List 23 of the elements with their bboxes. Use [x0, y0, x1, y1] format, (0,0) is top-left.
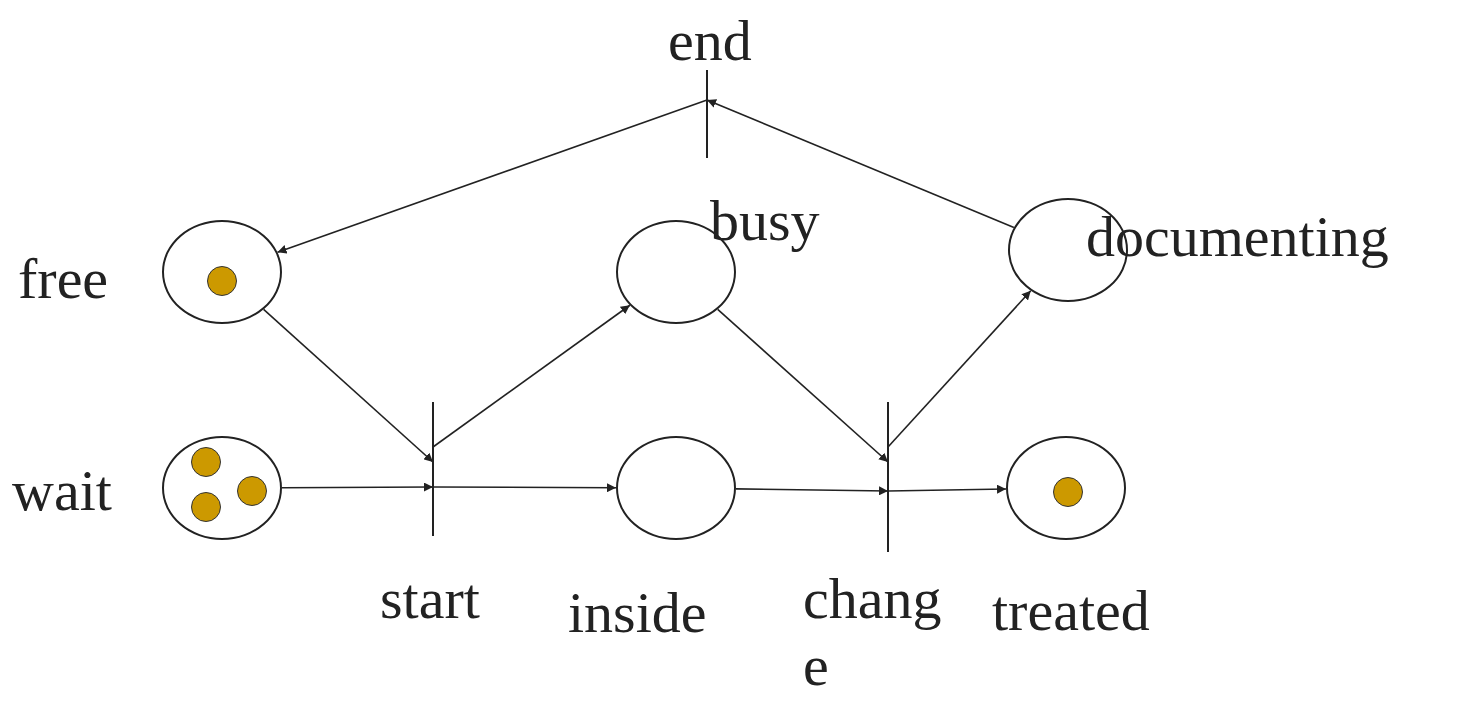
place-label: free [18, 246, 109, 313]
arrow [276, 99, 708, 254]
arrow [432, 483, 617, 493]
token-dot [1053, 477, 1083, 507]
transition-label: end [668, 8, 752, 75]
arrow [716, 308, 889, 463]
arrow [262, 308, 434, 463]
token-dot [237, 476, 267, 506]
arrow [887, 484, 1007, 494]
arrow [432, 304, 631, 448]
place-label: treated [992, 578, 1150, 645]
arrow [735, 486, 889, 496]
place-label: inside [568, 580, 707, 647]
transition-label: start [380, 566, 480, 633]
arrow [281, 482, 434, 492]
place-label: wait [12, 458, 112, 525]
token-dot [191, 447, 221, 477]
place-label: busy [710, 188, 820, 255]
arrow [706, 99, 1015, 229]
transition-label: change [803, 566, 943, 700]
token-dot [207, 266, 237, 296]
token-dot [191, 492, 221, 522]
arrow [887, 289, 1032, 448]
